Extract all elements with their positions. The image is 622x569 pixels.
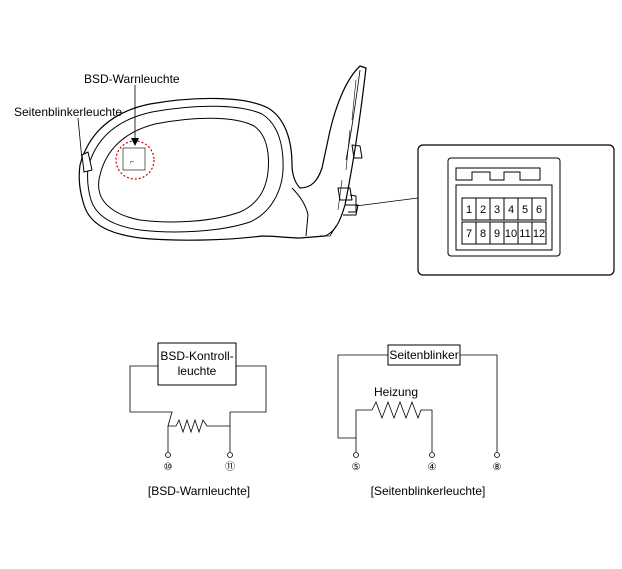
svg-text:⌐: ⌐ [130, 159, 134, 166]
terminal-label: ⑧ [493, 462, 502, 473]
bsd-control-box-label: leuchte [178, 364, 217, 378]
bsd-leader-arrow [131, 138, 139, 146]
bsd-caption: [BSD-Warnleuchte] [148, 484, 250, 498]
pin-label: 9 [494, 228, 500, 240]
pin-label: 10 [505, 228, 517, 240]
terminal-label: ⑪ [225, 461, 235, 473]
pin-label: 12 [533, 228, 545, 240]
pin-label: 2 [480, 204, 486, 216]
terminal-label: ⑩ [164, 462, 173, 473]
pin-label: 8 [480, 228, 486, 240]
mirror-illustration [78, 65, 419, 241]
pin-label: 1 [466, 204, 472, 216]
turn-signal-light-label: Seitenblinkerleuchte [14, 105, 122, 119]
pin-label: 11 [519, 228, 530, 240]
bsd-indicator-highlight: ⌐ [115, 140, 155, 180]
pin-label: 7 [466, 228, 472, 240]
turn-leader-line [77, 117, 83, 161]
turn-signal-box-label: Seitenblinker [389, 348, 458, 362]
bsd-circuit [129, 342, 267, 458]
turn-signal-circuit [337, 344, 500, 458]
pin-label: 4 [508, 204, 514, 216]
heater-label: Heizung [374, 385, 418, 399]
bsd-warning-light-label: BSD-Warnleuchte [84, 72, 180, 86]
terminal-label: ⑤ [352, 462, 361, 473]
terminal-label: ④ [428, 462, 437, 473]
bsd-control-box-label: BSD-Kontroll- [160, 349, 233, 363]
pin-label: 5 [522, 204, 528, 216]
pin-label: 3 [494, 204, 500, 216]
connector-pin-grid [461, 197, 547, 245]
turn-signal-caption: [Seitenblinkerleuchte] [371, 484, 486, 498]
connector-detail: 1 2 3 4 5 6 7 8 9 10 11 12 [417, 144, 615, 276]
pin-label: 6 [536, 204, 542, 216]
